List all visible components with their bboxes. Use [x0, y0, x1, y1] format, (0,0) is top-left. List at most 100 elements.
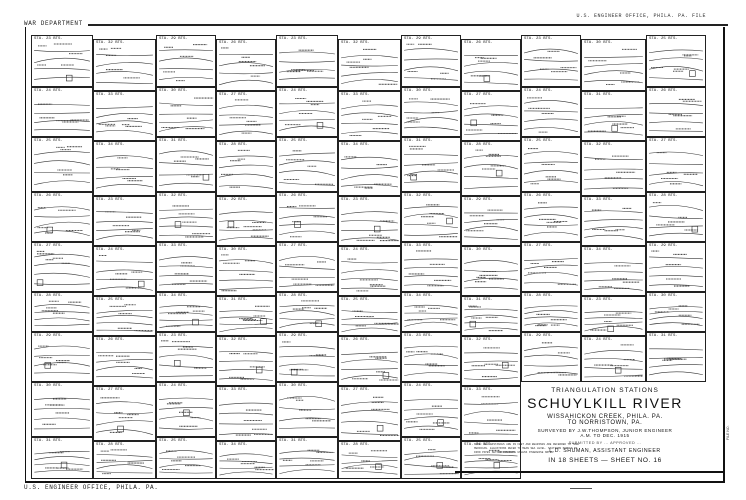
station-label: STA. 34 BTS. — [404, 294, 433, 298]
station-sketch-cell: STA. 28 BTS. — [338, 441, 401, 479]
station-sketch-cell: STA. 28 BTS. — [93, 441, 156, 479]
sketch-drawing — [649, 202, 703, 237]
station-label: STA. 25 BTS. — [279, 139, 308, 143]
station-sketch-cell: STA. 28 BTS. — [216, 141, 276, 196]
sketch-drawing — [524, 97, 578, 133]
station-label: STA. 29 BTS. — [524, 334, 553, 338]
station-sketch-cell: STA. 30 BTS. — [156, 87, 216, 137]
station-label: STA. 27 BTS. — [279, 244, 308, 248]
station-sketch-cell: STA. 25 BTS. — [276, 137, 338, 192]
sketch-drawing — [34, 451, 90, 473]
sketch-drawing — [404, 304, 458, 327]
station-sketch-cell: STA. 25 BTS. — [646, 35, 706, 87]
sketch-drawing — [279, 300, 335, 328]
station-sketch-cell: STA. 24 BTS. — [31, 87, 93, 137]
sketch-drawing — [96, 211, 153, 240]
station-label: STA. 33 BTS. — [464, 388, 493, 392]
sketch-drawing — [341, 351, 399, 381]
station-sketch-cell: STA. 29 BTS. — [31, 332, 93, 382]
station-label: STA. 28 BTS. — [96, 443, 125, 447]
station-sketch-cell: STA. 24 BTS. — [401, 382, 461, 437]
station-label: STA. 25 BTS. — [34, 139, 63, 143]
station-label: STA. 34 BTS. — [219, 443, 248, 447]
station-sketch-cell: STA. 24 BTS. — [581, 336, 646, 382]
station-label: STA. 23 BTS. — [96, 198, 125, 202]
station-label: STA. 29 BTS. — [464, 198, 493, 202]
station-label: STA. 26 BTS. — [34, 194, 63, 198]
sketch-drawing — [219, 211, 273, 241]
station-sketch-cell: STA. 27 BTS. — [338, 386, 401, 441]
station-label: STA. 29 BTS. — [159, 37, 188, 41]
station-sketch-cell: STA. 26 BTS. — [646, 87, 706, 137]
station-label: STA. 29 BTS. — [279, 334, 308, 338]
station-sketch-cell: STA. 30 BTS. — [401, 87, 461, 137]
station-label: STA. 34 BTS. — [464, 443, 493, 447]
station-label: STA. 26 BTS. — [649, 89, 678, 93]
station-label: STA. 31 BTS. — [279, 439, 308, 443]
station-label: STA. 24 BTS. — [279, 89, 308, 93]
station-sketch-cell: STA. 34 BTS. — [156, 292, 216, 332]
station-sketch-cell: STA. 32 BTS. — [338, 39, 401, 91]
sketch-drawing — [523, 148, 579, 185]
title-from: WISSAHICKON CREEK, PHILA. PA. — [547, 414, 663, 420]
sketch-drawing — [278, 150, 336, 186]
station-sketch-cell: STA. 27 BTS. — [461, 91, 521, 141]
station-sketch-cell: STA. 26 BTS. — [338, 336, 401, 386]
sketch-drawing — [96, 351, 153, 379]
station-sketch-cell: STA. 32 BTS. — [216, 336, 276, 386]
sketch-drawing — [403, 145, 459, 183]
title-submitted: SUBMITTED BY ... APPROVED ... — [568, 441, 642, 445]
station-sketch-cell: STA. 25 BTS. — [156, 437, 216, 479]
station-label: STA. 25 BTS. — [96, 298, 125, 302]
title-surveyed-by: SURVEYED BY J.W.THOMPSON, JUNIOR ENGINEE… — [537, 428, 673, 433]
station-sketch-cell: STA. 33 BTS. — [581, 196, 646, 246]
station-label: STA. 25 BTS. — [404, 439, 433, 443]
station-sketch-cell: STA. 31 BTS. — [156, 137, 216, 192]
sketch-drawing — [524, 258, 578, 286]
station-label: STA. 27 BTS. — [524, 244, 553, 248]
station-label: STA. 23 BTS. — [341, 198, 370, 202]
station-sketch-cell: STA. 31 BTS. — [276, 437, 338, 479]
station-label: STA. 26 BTS. — [341, 338, 370, 342]
sketch-drawing — [96, 449, 153, 475]
sketch-drawing — [649, 250, 703, 287]
drawing-notes: NOTE: ALL DISTANCES ARE IN FEET AND BEAR… — [474, 443, 579, 454]
station-sketch-cell: STA. 23 BTS. — [31, 35, 93, 87]
station-label: STA. 31 BTS. — [34, 439, 63, 443]
sketch-drawing — [404, 345, 458, 376]
station-sketch-cell: STA. 26 BTS. — [31, 192, 93, 242]
station-sketch-cell: STA. 27 BTS. — [521, 242, 581, 292]
station-label: STA. 30 BTS. — [649, 294, 678, 298]
station-sketch-cell: STA. 32 BTS. — [156, 192, 216, 242]
station-sketch-cell: STA. 23 BTS. — [581, 296, 646, 336]
station-sketch-cell: STA. 25 BTS. — [93, 296, 156, 336]
station-label: STA. 28 BTS. — [464, 143, 493, 147]
station-sketch-cell: STA. 29 BTS. — [461, 196, 521, 246]
sketch-drawing — [463, 149, 519, 190]
station-sketch-cell: STA. 25 BTS. — [338, 296, 401, 336]
station-sketch-cell: STA. 34 BTS. — [93, 141, 156, 196]
sketch-drawing — [279, 97, 335, 131]
sketch-drawing — [464, 103, 518, 135]
side-file-label: FILE NO. — [726, 425, 730, 440]
station-label: STA. 26 BTS. — [524, 194, 553, 198]
station-label: STA. 34 BTS. — [584, 248, 613, 252]
station-label: STA. 32 BTS. — [159, 194, 188, 198]
station-sketch-cell: STA. 27 BTS. — [646, 137, 706, 192]
station-sketch-cell: STA. 28 BTS. — [461, 141, 521, 196]
station-sketch-cell: STA. 30 BTS. — [216, 246, 276, 296]
station-sketch-cell: STA. 33 BTS. — [401, 242, 461, 292]
station-sketch-cell: STA. 32 BTS. — [401, 192, 461, 242]
station-sketch-cell: STA. 26 BTS. — [93, 336, 156, 386]
station-label: STA. 33 BTS. — [404, 244, 433, 248]
station-sketch-cell: STA. 23 BTS. — [401, 332, 461, 382]
station-sketch-cell: STA. 33 BTS. — [93, 91, 156, 141]
station-label: STA. 32 BTS. — [96, 41, 125, 45]
sketch-drawing — [279, 341, 335, 377]
station-sketch-cell: STA. 25 BTS. — [521, 137, 581, 192]
sketch-drawing — [159, 305, 213, 328]
station-label: STA. 23 BTS. — [524, 37, 553, 41]
station-sketch-cell: STA. 26 BTS. — [276, 192, 338, 242]
sketch-drawing — [159, 97, 214, 132]
station-sketch-cell: STA. 23 BTS. — [338, 196, 401, 246]
